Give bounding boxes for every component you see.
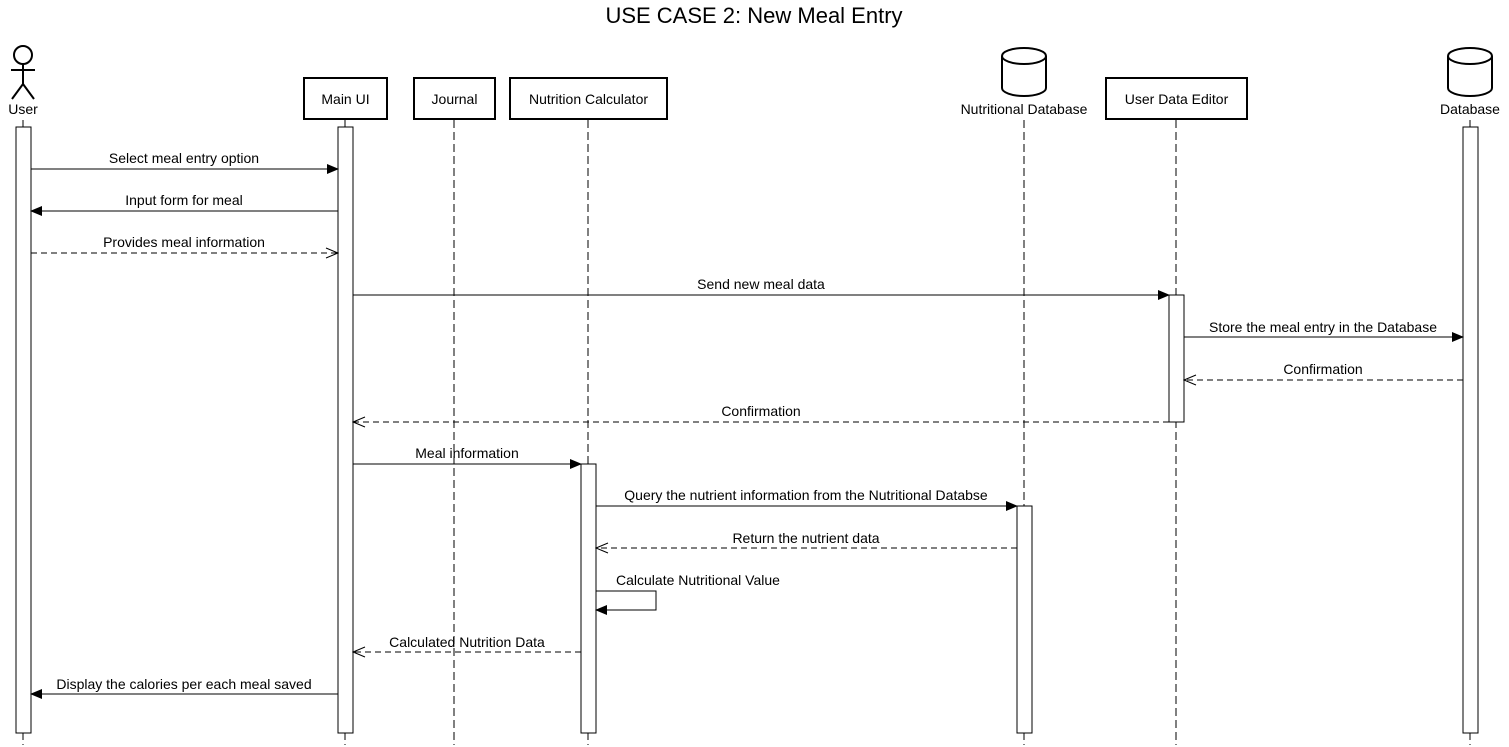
message-return-nutrient-data: Return the nutrient data: [596, 530, 1017, 548]
message-meal-information: Meal information: [353, 445, 582, 469]
participant-label: User: [8, 101, 38, 117]
message-label: Calculated Nutrition Data: [389, 634, 545, 650]
participant-label: User Data Editor: [1125, 91, 1229, 107]
participant-label: Nutritional Database: [961, 101, 1088, 117]
message-calculated-nutrition-data: Calculated Nutrition Data: [353, 634, 581, 652]
database-icon: [1001, 47, 1047, 97]
message-label: Confirmation: [721, 403, 800, 419]
message-display-calories: Display the calories per each meal saved: [30, 676, 338, 699]
participant-user: User: [8, 45, 38, 117]
message-label: Send new meal data: [697, 276, 825, 292]
message-label: Provides meal information: [103, 234, 265, 250]
database-icon: [1447, 47, 1493, 97]
messages: Select meal entry option Input form for …: [30, 150, 1464, 699]
activation-user: [15, 126, 32, 734]
participant-label: Journal: [432, 91, 478, 107]
lifelines: [22, 120, 1471, 745]
message-label: Display the calories per each meal saved: [56, 676, 311, 692]
message-confirmation-editor: Confirmation: [353, 403, 1169, 422]
diagram-title: USE CASE 2: New Meal Entry: [605, 3, 902, 28]
message-label: Return the nutrient data: [732, 530, 879, 546]
message-label: Confirmation: [1283, 361, 1362, 377]
message-input-form: Input form for meal: [30, 192, 338, 216]
message-label: Query the nutrient information from the …: [624, 487, 988, 503]
message-label: Meal information: [415, 445, 519, 461]
activation-nutritional-database: [1016, 505, 1033, 734]
message-label: Select meal entry option: [109, 150, 259, 166]
participant-nutrition-calculator: Nutrition Calculator: [509, 77, 668, 120]
actor-icon: [11, 45, 35, 100]
message-label: Calculate Nutritional Value: [616, 572, 780, 588]
message-provides-meal-info: Provides meal information: [31, 234, 338, 253]
message-select-meal-entry: Select meal entry option: [31, 150, 339, 174]
participant-label: Database: [1440, 101, 1500, 117]
activation-nutrition-calculator: [580, 463, 597, 734]
activation-bars: [15, 126, 1479, 734]
participant-main-ui: Main UI: [303, 77, 388, 120]
participant-label: Nutrition Calculator: [529, 91, 648, 107]
message-label: Store the meal entry in the Database: [1209, 319, 1437, 335]
participant-database: Database: [1440, 47, 1500, 117]
message-label: Input form for meal: [125, 192, 243, 208]
message-send-new-meal-data: Send new meal data: [353, 276, 1170, 300]
activation-main-ui: [337, 126, 354, 734]
activation-user-data-editor: [1168, 294, 1185, 423]
activation-database: [1462, 126, 1479, 734]
participant-nutritional-database: Nutritional Database: [961, 47, 1088, 117]
message-store-meal-entry: Store the meal entry in the Database: [1184, 319, 1464, 342]
participant-label: Main UI: [321, 91, 369, 107]
message-query-nutrient-info: Query the nutrient information from the …: [596, 487, 1018, 511]
message-confirmation-db: Confirmation: [1184, 361, 1463, 380]
participant-user-data-editor: User Data Editor: [1105, 77, 1248, 120]
participant-journal: Journal: [413, 77, 496, 120]
message-calculate-nutritional-value: Calculate Nutritional Value: [595, 572, 780, 615]
